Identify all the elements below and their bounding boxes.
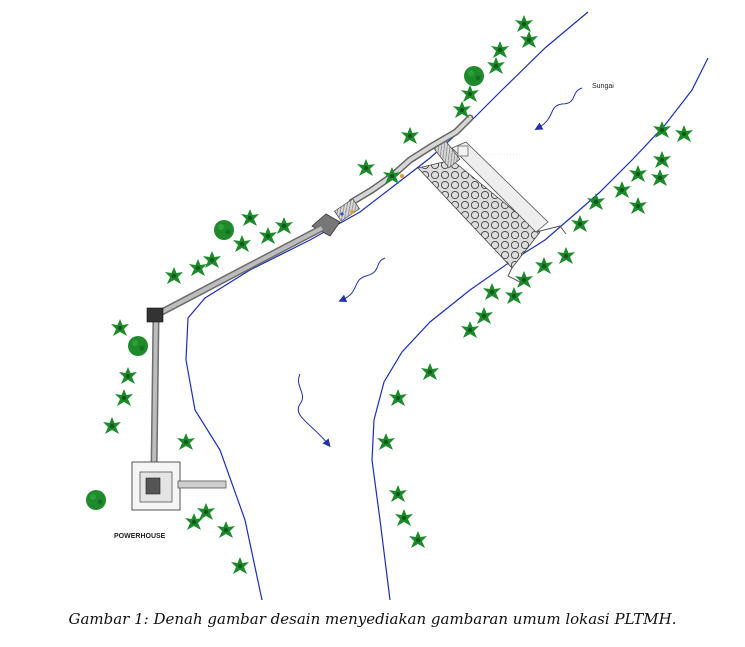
tree-icon bbox=[557, 247, 575, 264]
turbine-unit bbox=[145, 477, 161, 495]
tree-icon bbox=[483, 283, 501, 300]
forebay bbox=[311, 213, 341, 237]
tree-icon bbox=[487, 57, 505, 74]
tree-icon bbox=[461, 85, 479, 102]
tree-icon bbox=[464, 66, 484, 86]
figure-caption: Gambar 1: Denah gambar desain menyediaka… bbox=[68, 610, 677, 628]
weir-note: · · · · · · · · · · · · · · · bbox=[476, 152, 521, 158]
site-plan-diagram: Sungai · · · · · · · · · · · · · · · POW… bbox=[86, 11, 709, 600]
tree-icon bbox=[675, 125, 693, 142]
tree-icon bbox=[128, 336, 148, 356]
right-riverbank bbox=[371, 57, 709, 600]
weir-crest bbox=[451, 141, 549, 233]
tree-icon bbox=[377, 433, 395, 450]
sand-trap bbox=[333, 198, 361, 222]
channel-marker bbox=[399, 173, 405, 179]
tree-icon bbox=[203, 251, 221, 268]
tree-icon bbox=[505, 287, 523, 304]
anchor-block bbox=[146, 307, 164, 323]
tree-icon bbox=[103, 417, 121, 434]
tree-icon bbox=[115, 389, 133, 406]
weir-wingwall bbox=[507, 225, 567, 283]
tree-icon bbox=[241, 209, 259, 226]
tree-icon bbox=[571, 215, 589, 232]
tree-icon bbox=[389, 389, 407, 406]
left-riverbank bbox=[185, 11, 589, 600]
intake-gate-frame bbox=[457, 145, 469, 157]
tree-icon bbox=[275, 217, 293, 234]
riverbank-lines bbox=[185, 11, 709, 600]
flow-arrow-icon bbox=[297, 373, 331, 448]
flow-arrow-icon bbox=[338, 257, 386, 303]
tree-icon bbox=[185, 513, 203, 530]
channel-marker bbox=[340, 212, 344, 216]
tree-icon bbox=[651, 169, 669, 186]
tree-icon bbox=[515, 15, 533, 32]
flow-arrow-icon bbox=[534, 87, 583, 130]
tree-icon bbox=[231, 557, 249, 574]
tailrace-channel bbox=[177, 480, 227, 489]
penstock bbox=[146, 224, 324, 471]
tree-icon bbox=[401, 127, 419, 144]
weir-gabion bbox=[417, 159, 541, 269]
tree-icon bbox=[119, 367, 137, 384]
river-label: Sungai bbox=[592, 83, 614, 90]
tree-icon bbox=[259, 227, 277, 244]
weir-structure: · · · · · · · · · · · · · · · bbox=[417, 139, 567, 283]
tree-icon bbox=[177, 433, 195, 450]
tree-icon bbox=[421, 363, 439, 380]
tree-icon bbox=[111, 319, 129, 336]
headrace-channel bbox=[333, 114, 474, 222]
tree-icon bbox=[233, 235, 251, 252]
tree-icon bbox=[520, 31, 538, 48]
tree-icon bbox=[535, 257, 553, 274]
tree-icon bbox=[461, 321, 479, 338]
flow-arrows bbox=[297, 87, 583, 448]
tree-icon bbox=[653, 151, 671, 168]
tree-icon bbox=[613, 181, 631, 198]
tree-icon bbox=[395, 509, 413, 526]
tree-icon bbox=[491, 41, 509, 58]
tree-icon bbox=[629, 197, 647, 214]
tree-icon bbox=[515, 271, 533, 288]
powerhouse-label: POWERHOUSE bbox=[114, 533, 166, 540]
tree-icon bbox=[629, 165, 647, 182]
tree-icon bbox=[86, 490, 106, 510]
tree-icon bbox=[197, 503, 215, 520]
powerhouse: POWERHOUSE bbox=[114, 461, 227, 540]
tree-icon bbox=[389, 485, 407, 502]
channel-marker bbox=[349, 209, 355, 215]
tree-icon bbox=[214, 220, 234, 240]
tree-icon bbox=[357, 159, 375, 176]
tree-icon bbox=[475, 307, 493, 324]
tree-icon bbox=[165, 267, 183, 284]
tree-icon bbox=[189, 259, 207, 276]
tree-icon bbox=[217, 521, 235, 538]
headrace-inner bbox=[350, 116, 472, 204]
tree-icon bbox=[409, 531, 427, 548]
